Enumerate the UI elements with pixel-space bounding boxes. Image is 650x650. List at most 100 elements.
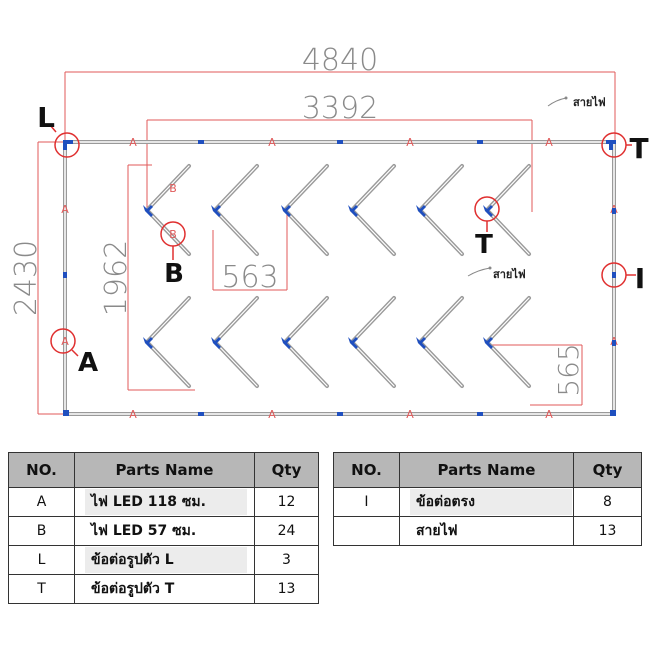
part-qty: 13 (573, 516, 642, 546)
col-header-qty: Qty (254, 452, 319, 488)
chevron-connector (143, 337, 153, 349)
led-bar-highlight (351, 341, 395, 387)
led-bar-highlight (419, 297, 463, 343)
led-bar-highlight (146, 341, 190, 387)
corner-connector (610, 410, 616, 416)
col-header-no: NO. (333, 452, 400, 488)
frame-connector (477, 412, 483, 416)
led-chevron (143, 164, 191, 256)
led-chevrons (143, 164, 531, 388)
edge-label-a: A (406, 408, 414, 421)
corner-connector (63, 410, 69, 416)
edge-label-a: A (61, 203, 69, 216)
part-name: ข้อต่อรูปตัว L (85, 547, 247, 573)
part-name-cell: ไฟ LED 118 ซม. (74, 487, 255, 517)
wire-icon (467, 267, 491, 277)
part-name: สายไฟ (416, 523, 458, 539)
led-chevron (281, 164, 329, 256)
callouts (49, 124, 636, 357)
edge-label-a: A (268, 408, 276, 421)
led-bar-highlight (486, 165, 530, 211)
marker-B: B (164, 259, 184, 289)
led-chevron (281, 296, 329, 388)
part-name: ไฟ LED 57 ซม. (91, 523, 197, 539)
led-bar-highlight (284, 297, 328, 343)
edge-label-a: A (268, 136, 276, 149)
led-bar-highlight (419, 341, 463, 387)
parts-table-right: NO. Parts Name Qty I ข้อต่อตรง 8 สายไฟ 1… (333, 452, 642, 546)
col-header-qty: Qty (573, 452, 642, 488)
frame-connector (477, 140, 483, 144)
chevron-connector (416, 205, 426, 217)
led-bar-highlight (214, 341, 258, 387)
wire-label-middle: สายไฟ (493, 267, 526, 281)
marker-I: I (635, 262, 645, 295)
corner-l-connector (63, 140, 73, 150)
led-bar-highlight (284, 341, 328, 387)
led-bar-highlight (486, 341, 530, 387)
table-header-row: NO. Parts Name Qty (333, 452, 642, 488)
part-qty: 8 (573, 487, 642, 517)
led-bar-highlight (486, 297, 530, 343)
led-bar-highlight (351, 209, 395, 255)
table-row: I ข้อต่อตรง 8 (333, 487, 642, 517)
frame-connector (612, 272, 616, 278)
chevron-connector (348, 205, 358, 217)
chevron-connector (143, 205, 153, 217)
table-row: T ข้อต่อรูปตัว T 13 (8, 574, 319, 604)
table-row: สายไฟ 13 (333, 516, 642, 546)
part-name-cell: ไฟ LED 57 ซม. (74, 516, 255, 546)
chevron-connector (281, 337, 291, 349)
chevron-connector (483, 205, 493, 217)
part-no: B (8, 516, 75, 546)
led-chevron (211, 164, 259, 256)
marker-L: L (37, 101, 55, 134)
led-bar-highlight (214, 165, 258, 211)
dimension-lines (37, 71, 616, 415)
edge-label-a: A (406, 136, 414, 149)
frame-connector (337, 412, 343, 416)
led-bar-highlight (351, 297, 395, 343)
edge-label-a: A (545, 136, 553, 149)
col-header-parts-name: Parts Name (399, 452, 574, 488)
edge-label-a: A (129, 408, 137, 421)
edge-label-a: A (129, 136, 137, 149)
part-no: A (8, 487, 75, 517)
part-no: I (333, 487, 400, 517)
spacing-label: 563 (221, 260, 278, 295)
table-row: L ข้อต่อรูปตัว L 3 (8, 545, 319, 575)
led-chevron (143, 296, 191, 388)
led-bar-highlight (419, 165, 463, 211)
edge-labels: AAAAAAAAAAAA (61, 136, 618, 421)
edge-label-a: A (61, 335, 69, 348)
marker-T-right: T (629, 132, 648, 165)
chevron-connector (416, 337, 426, 349)
led-bar-highlight (146, 165, 190, 211)
marker-A: A (78, 348, 98, 378)
led-bar-highlight (214, 209, 258, 255)
table-row: B ไฟ LED 57 ซม. 24 (8, 516, 319, 546)
wire-middle: สายไฟ (467, 266, 526, 281)
part-no: T (8, 574, 75, 604)
frame-connector (612, 208, 616, 214)
callout-A-circle (50, 328, 76, 354)
edge-label-a: A (545, 408, 553, 421)
led-chevron (211, 296, 259, 388)
chevron-connector (281, 205, 291, 217)
chevron-connector (348, 337, 358, 349)
frame-connector (612, 340, 616, 346)
small-label-b-circle: B (169, 228, 177, 241)
part-name-cell: สายไฟ (399, 516, 574, 546)
v-spacing-label: 565 (552, 343, 585, 396)
led-chevron (416, 296, 464, 388)
part-qty: 13 (254, 574, 319, 604)
led-chevron (348, 164, 396, 256)
overall-height-label: 2430 (9, 240, 44, 316)
part-name: ไฟ LED 118 ซม. (85, 489, 247, 515)
part-name: ข้อต่อตรง (410, 489, 572, 515)
frame-connector (198, 412, 204, 416)
col-header-no: NO. (8, 452, 75, 488)
wire-icon (547, 97, 567, 107)
layout-diagram: 4840 3392 2430 1962 563 565 AAAAAAAAAAAA… (9, 43, 649, 421)
led-bar-highlight (146, 209, 190, 255)
